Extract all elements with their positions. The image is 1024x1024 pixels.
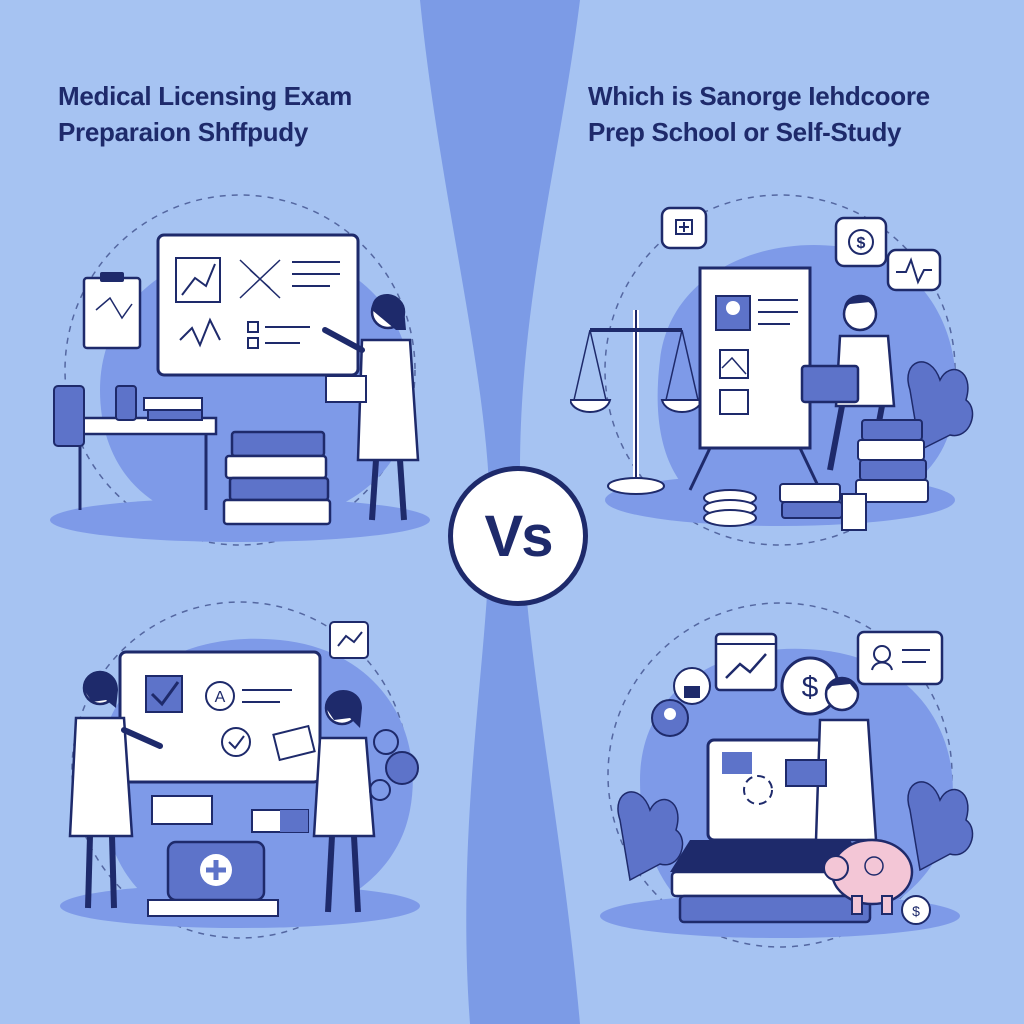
left-title-line1: Medical Licensing Exam (58, 81, 352, 111)
svg-text:$: $ (802, 671, 819, 704)
dollar-coin-icon: $ (780, 656, 840, 716)
scene-laptop-finance: $ $ (600, 602, 974, 948)
book-stack-icon (222, 430, 332, 526)
doctor-left-icon (68, 670, 163, 909)
scene-quiz-screen: A (60, 601, 420, 939)
plant-leaves-icon (907, 361, 974, 452)
location-pin-icon (651, 699, 689, 737)
left-panel-title: Medical Licensing Exam Preparaion Shffpu… (58, 78, 352, 150)
presenter-doctor-icon (322, 293, 420, 521)
chart-board-icon (329, 621, 369, 659)
right-title-line1: Which is Sanorge Iehdcoore (588, 81, 930, 111)
lock-bubble-icon (673, 667, 711, 705)
dollar-chat-bubble-icon: $ (834, 216, 888, 268)
whiteboard-icon (156, 233, 360, 377)
right-title-line2: Prep School or Self-Study (588, 117, 902, 147)
coin-stack-icon (703, 489, 867, 531)
doctor-right-icon (272, 690, 376, 913)
trend-window-icon (714, 632, 778, 692)
bubbles-decoration-icon (369, 729, 419, 801)
heartbeat-chat-bubble-icon (886, 248, 942, 292)
flipchart-icon (688, 266, 822, 491)
quiz-option-letter: A (215, 689, 226, 706)
desk-icon (53, 385, 218, 510)
clipboard-icon (82, 272, 142, 350)
quiz-monitor-icon: A (118, 650, 322, 784)
left-title-line2: Preparaion Shffpudy (58, 117, 308, 147)
vs-badge: Vs (448, 466, 588, 606)
svg-text:$: $ (857, 235, 866, 252)
svg-text:$: $ (912, 903, 920, 919)
coin-icon: $ (901, 895, 931, 925)
vs-label: Vs (484, 503, 554, 569)
right-panel-title: Which is Sanorge Iehdcoore Prep School o… (588, 78, 930, 150)
medical-kit-icon (147, 840, 279, 917)
profile-chat-bubble-icon (856, 630, 944, 686)
documents-icon (151, 795, 309, 833)
piggy-bank-icon (823, 838, 914, 915)
scene-lecture-whiteboard (50, 194, 430, 546)
scene-scales-flipchart: $ (570, 194, 974, 546)
book-base-icon (670, 870, 874, 924)
book-stack-right-icon (779, 419, 929, 519)
plant-leaves-left-icon (617, 791, 684, 882)
medical-chat-bubble-icon (660, 206, 708, 250)
doctor-with-tablet-icon (785, 676, 878, 842)
plant-leaves-right-icon (907, 781, 974, 872)
